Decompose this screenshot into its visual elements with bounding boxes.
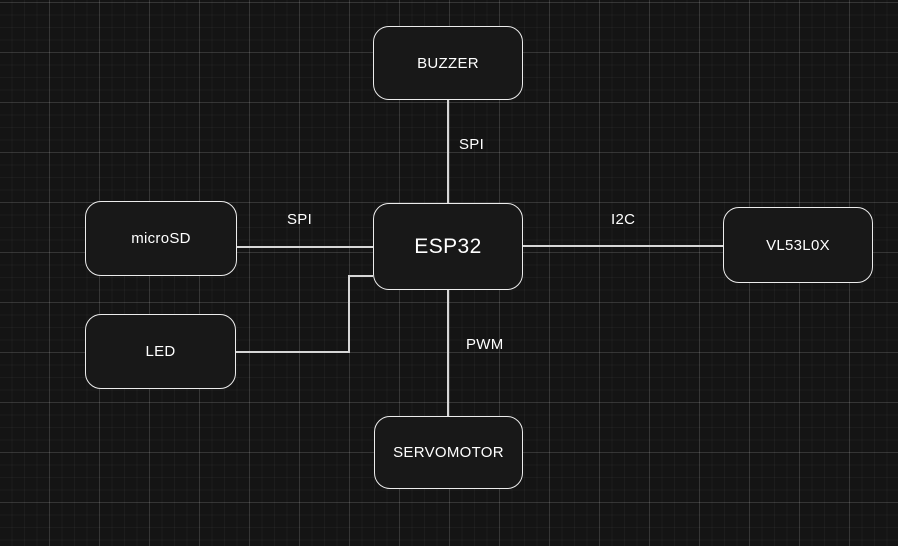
node-esp32-label: ESP32	[414, 234, 482, 258]
node-microsd-label: microSD	[131, 230, 191, 247]
edge-esp32-servomotor[interactable]	[447, 290, 449, 416]
edge-esp32-led-segment[interactable]	[348, 275, 350, 353]
edge-label-spi-buzzer[interactable]: SPI	[459, 136, 485, 153]
node-servomotor[interactable]: SERVOMOTOR	[374, 416, 523, 489]
node-microsd[interactable]: microSD	[85, 201, 237, 276]
node-buzzer[interactable]: BUZZER	[373, 26, 523, 100]
edge-esp32-microsd[interactable]	[237, 246, 373, 248]
edge-esp32-led-segment[interactable]	[236, 351, 350, 353]
edge-esp32-vl53l0x[interactable]	[523, 245, 723, 247]
node-servomotor-label: SERVOMOTOR	[393, 444, 504, 461]
edge-esp32-led-segment[interactable]	[348, 275, 373, 277]
edge-label-i2c[interactable]: I2C	[611, 211, 636, 228]
edge-label-spi-microsd[interactable]: SPI	[287, 211, 313, 228]
node-esp32[interactable]: ESP32	[373, 203, 523, 290]
node-vl53l0x-label: VL53L0X	[766, 236, 830, 254]
edge-label-pwm[interactable]: PWM	[466, 336, 504, 353]
edge-esp32-buzzer[interactable]	[447, 100, 449, 203]
node-led-label: LED	[145, 343, 176, 360]
node-vl53l0x[interactable]: VL53L0X	[723, 207, 873, 283]
node-led[interactable]: LED	[85, 314, 236, 389]
node-buzzer-label: BUZZER	[417, 54, 479, 72]
